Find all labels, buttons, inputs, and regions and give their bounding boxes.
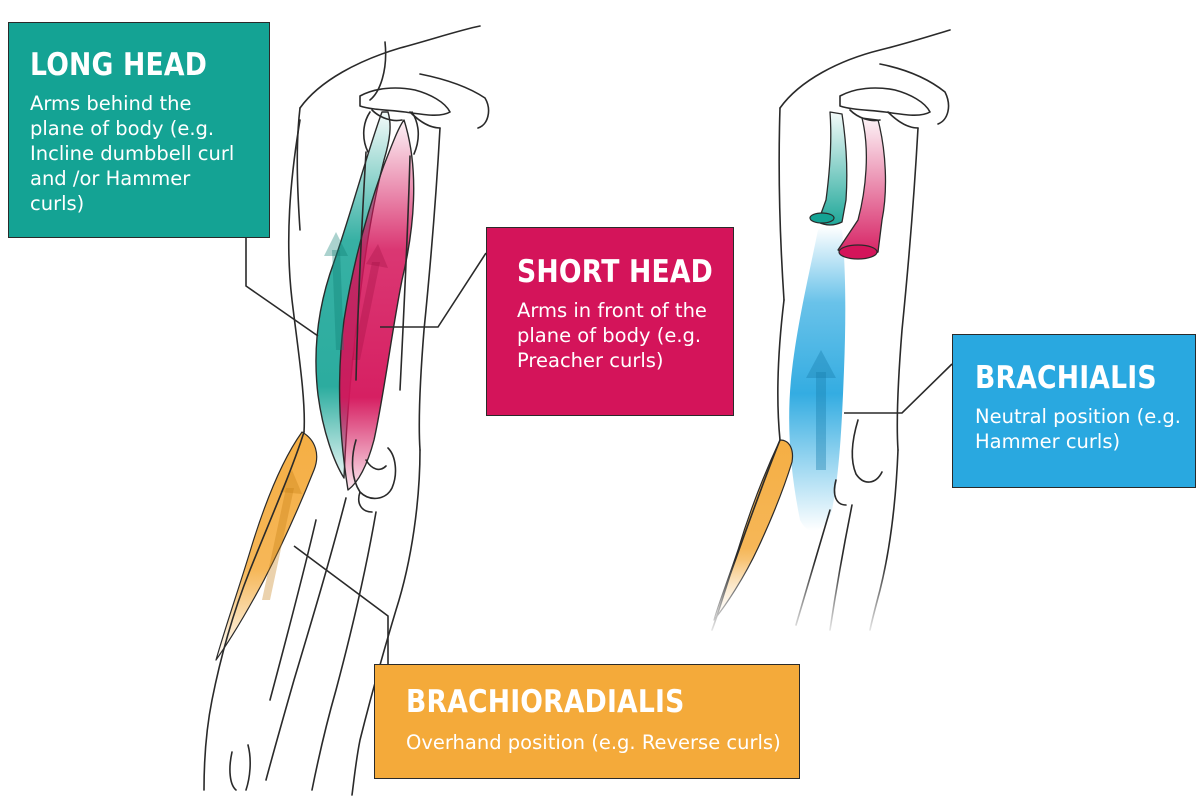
- short-head-muscle: [338, 119, 415, 491]
- brachioradialis-muscle: [215, 431, 318, 661]
- long-head-description: Arms behind the plane of body (e.g. Incl…: [30, 92, 235, 215]
- left-upperarm-outline: [287, 119, 306, 433]
- short-head-title: SHORT HEAD: [517, 254, 713, 290]
- long-head-title: LONG HEAD: [30, 47, 208, 83]
- brachioradialis-leader: [293, 545, 389, 664]
- brachialis-label-box: BRACHIALIS Neutral position (e.g. Hammer…: [952, 334, 1196, 488]
- brachialis-title: BRACHIALIS: [975, 360, 1157, 396]
- long-head-tendon: [817, 111, 848, 226]
- brachialis-description: Neutral position (e.g. Hammer curls): [975, 405, 1181, 453]
- left-forearm-outline: [203, 431, 305, 791]
- brachioradialis-description: Overhand position (e.g. Reverse curls): [406, 731, 781, 754]
- short-head-description: Arms in front of the plane of body (e.g.…: [517, 299, 707, 372]
- right-arm: [711, 29, 951, 631]
- left-clavicle: [359, 87, 451, 116]
- brachialis-muscle: [789, 226, 846, 531]
- brachioradialis-label-box: BRACHIORADIALIS Overhand position (e.g. …: [374, 664, 800, 779]
- left-arm-arrows: [262, 232, 388, 600]
- left-shoulder-outline: [299, 25, 481, 109]
- brachialis-leader: [844, 363, 953, 414]
- left-arm: [203, 25, 490, 796]
- short-head-label-box: SHORT HEAD Arms in front of the plane of…: [486, 227, 734, 416]
- right-shoulder-outline: [779, 29, 951, 109]
- brachioradialis-title: BRACHIORADIALIS: [406, 684, 685, 720]
- leader-lines: [245, 238, 953, 664]
- short-head-leader: [380, 252, 487, 328]
- long-head-leader: [245, 238, 319, 337]
- long-head-label-box: LONG HEAD Arms behind the plane of body …: [8, 22, 270, 238]
- right-arm-fade: [690, 560, 950, 640]
